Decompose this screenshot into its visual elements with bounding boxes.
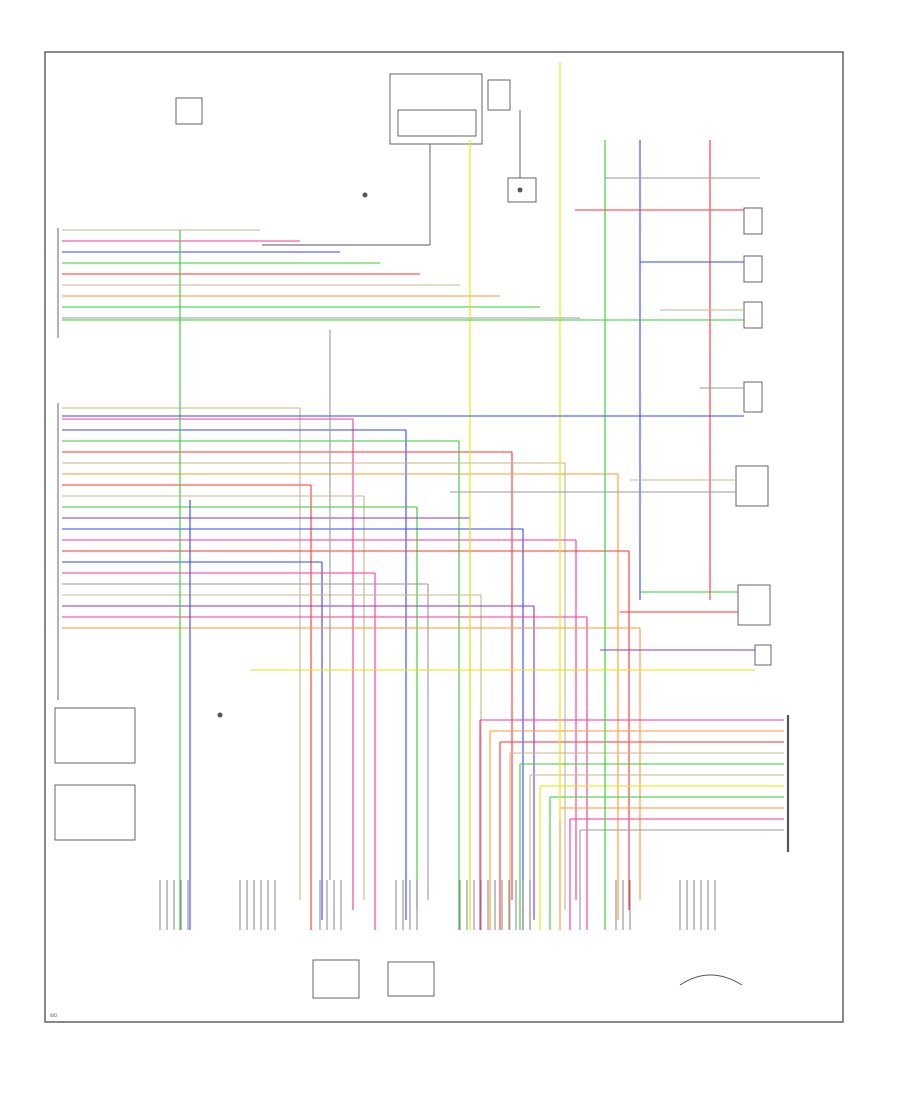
right-module-2 — [737, 584, 771, 626]
cluster-inner-box — [397, 109, 477, 137]
neutral-switch-box — [54, 707, 136, 764]
ground-symbols — [217, 187, 523, 718]
ground-symbol — [362, 192, 368, 198]
sensor-box-top-right — [507, 177, 537, 203]
brake-switch-box — [54, 784, 136, 841]
right-module-1 — [735, 465, 769, 507]
ground-symbol — [217, 712, 223, 718]
ground-symbol — [517, 187, 523, 193]
right-sensor-2 — [743, 255, 763, 283]
gauge-arc — [679, 974, 743, 986]
right-components — [735, 207, 790, 852]
footer-code: WD — [50, 1013, 57, 1018]
right-sensor-4 — [743, 381, 763, 413]
lamp-box — [487, 79, 511, 111]
wire-harness — [62, 62, 784, 930]
bottom-components — [312, 959, 743, 999]
top-components — [175, 73, 537, 246]
right-solenoid — [754, 644, 772, 666]
diagram-border — [44, 51, 844, 1023]
right-sensor-1 — [743, 207, 763, 235]
left-components — [54, 228, 136, 841]
instrument-cluster-box — [389, 73, 483, 145]
relay-box — [175, 97, 203, 125]
right-sensor-3 — [743, 301, 763, 329]
throttle-sensor-box — [387, 961, 435, 997]
tps-box — [312, 959, 360, 999]
